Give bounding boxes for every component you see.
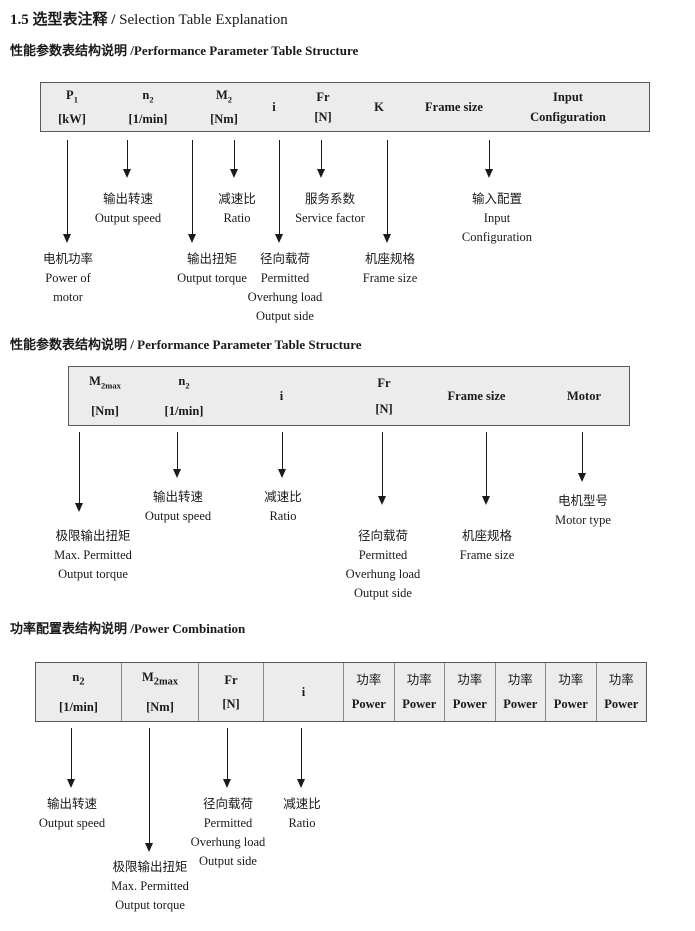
- table3-col-i: i: [263, 663, 343, 721]
- label-output-torque: 输出扭矩 Output torque: [177, 252, 247, 285]
- arrow-down-icon: [67, 728, 77, 788]
- table3-col-fr: Fr [N]: [198, 663, 263, 721]
- section2-heading-zh: 性能参数表结构说明 /: [10, 337, 138, 352]
- table1-col-frame-size: Frame size: [425, 100, 483, 114]
- table3-col-m2max: M2max [Nm]: [121, 663, 198, 721]
- table2-col-m2max: M2max [Nm]: [89, 373, 121, 419]
- arrow-down-icon: [63, 140, 73, 243]
- table2-col-frame-size: Frame size: [447, 389, 506, 403]
- page-title: 1.5 选型表注释 / Selection Table Explanation: [10, 8, 288, 29]
- section2-heading-en: Performance Parameter Table Structure: [137, 337, 362, 352]
- table1-col-p1: P1 [kW]: [58, 87, 86, 127]
- table3-col-power: 功率 Power: [595, 663, 647, 721]
- label-ratio: 减速比 Ratio: [218, 192, 256, 225]
- arrow-down-icon: [317, 140, 327, 178]
- page-title-zh: 1.5 选型表注释 /: [10, 12, 116, 28]
- label-frame-size: 机座规格 Frame size: [362, 252, 418, 285]
- arrow-down-icon: [75, 432, 85, 512]
- section3-heading-zh: 功率配置表结构说明 /: [10, 621, 134, 636]
- table1-col-n2: n2 [1/min]: [128, 87, 168, 127]
- table2-col-n2: n2 [1/min]: [164, 373, 204, 419]
- table3-col-power: 功率 Power: [393, 663, 445, 721]
- table1-col-m2: M2 [Nm]: [210, 87, 238, 127]
- table3-header: n2 [1/min] M2max [Nm] Fr [N] i 功率 Power …: [35, 662, 647, 722]
- arrow-down-icon: [378, 432, 388, 505]
- arrow-down-icon: [223, 728, 233, 788]
- table2-col-fr: Fr [N]: [375, 376, 393, 416]
- table1-col-i: i: [272, 100, 276, 114]
- table1-col-k: K: [374, 100, 384, 114]
- label-overhung-load: 径向载荷 Permitted Overhung load Output side: [190, 797, 266, 868]
- arrow-down-icon: [173, 432, 183, 478]
- section2-heading: 性能参数表结构说明 / Performance Parameter Table …: [10, 334, 362, 353]
- section3-heading: 功率配置表结构说明 /Power Combination: [10, 618, 245, 637]
- table2-col-i: i: [279, 389, 284, 403]
- table3-col-power: 功率 Power: [494, 663, 546, 721]
- label-output-speed: 输出转速 Output speed: [144, 490, 212, 523]
- section3-heading-en: Power Combination: [133, 621, 246, 636]
- label-power-of-motor: 电机功率 Power of motor: [42, 252, 93, 304]
- arrow-down-icon: [297, 728, 307, 788]
- table1-header: P1 [kW] n2 [1/min] M2 [Nm] i Fr [N] K Fr…: [40, 82, 650, 132]
- label-frame-size: 机座规格 Frame size: [459, 529, 515, 562]
- arrow-down-icon: [383, 140, 393, 243]
- label-input-configuration: 输入配置 Input Configuration: [461, 192, 533, 244]
- section1-heading-en: Performance Parameter Table Structure: [133, 43, 359, 58]
- label-overhung-load: 径向载荷 Permitted Overhung load Output side: [345, 529, 421, 600]
- label-overhung-load: 径向载荷 Permitted Overhung load Output side: [247, 252, 323, 323]
- arrow-down-icon: [275, 140, 285, 243]
- arrow-down-icon: [482, 432, 492, 505]
- arrow-down-icon: [230, 140, 240, 178]
- label-output-speed: 输出转速 Output speed: [94, 192, 162, 225]
- table1-col-fr: Fr [N]: [314, 90, 332, 124]
- section1-heading: 性能参数表结构说明 /Performance Parameter Table S…: [10, 40, 358, 59]
- label-motor-type: 电机型号 Motor type: [555, 494, 611, 527]
- table2-col-motor: Motor: [566, 389, 601, 403]
- table2-header: M2max [Nm] n2 [1/min] i Fr [N] Frame siz…: [68, 366, 630, 426]
- arrow-down-icon: [278, 432, 288, 478]
- page-title-en: Selection Table Explanation: [115, 12, 288, 28]
- arrow-down-icon: [188, 140, 198, 243]
- label-service-factor: 服务系数 Service factor: [295, 192, 365, 225]
- arrow-down-icon: [123, 140, 133, 178]
- label-ratio: 减速比 Ratio: [264, 490, 302, 523]
- arrow-down-icon: [578, 432, 588, 482]
- label-ratio: 减速比 Ratio: [283, 797, 321, 830]
- table3-col-power: 功率 Power: [444, 663, 495, 721]
- section1-heading-zh: 性能参数表结构说明 /: [10, 43, 134, 58]
- table3-col-power: 功率 Power: [343, 663, 394, 721]
- table1-col-input-config: Input Configuration: [530, 90, 606, 124]
- table3-col-power: 功率 Power: [545, 663, 596, 721]
- table3-col-n2: n2 [1/min]: [59, 670, 98, 714]
- label-max-output-torque: 极限输出扭矩 Max. Permitted Output torque: [111, 860, 189, 912]
- label-max-output-torque: 极限输出扭矩 Max. Permitted Output torque: [54, 529, 132, 581]
- arrow-down-icon: [145, 728, 155, 852]
- label-output-speed: 输出转速 Output speed: [38, 797, 106, 830]
- arrow-down-icon: [485, 140, 495, 178]
